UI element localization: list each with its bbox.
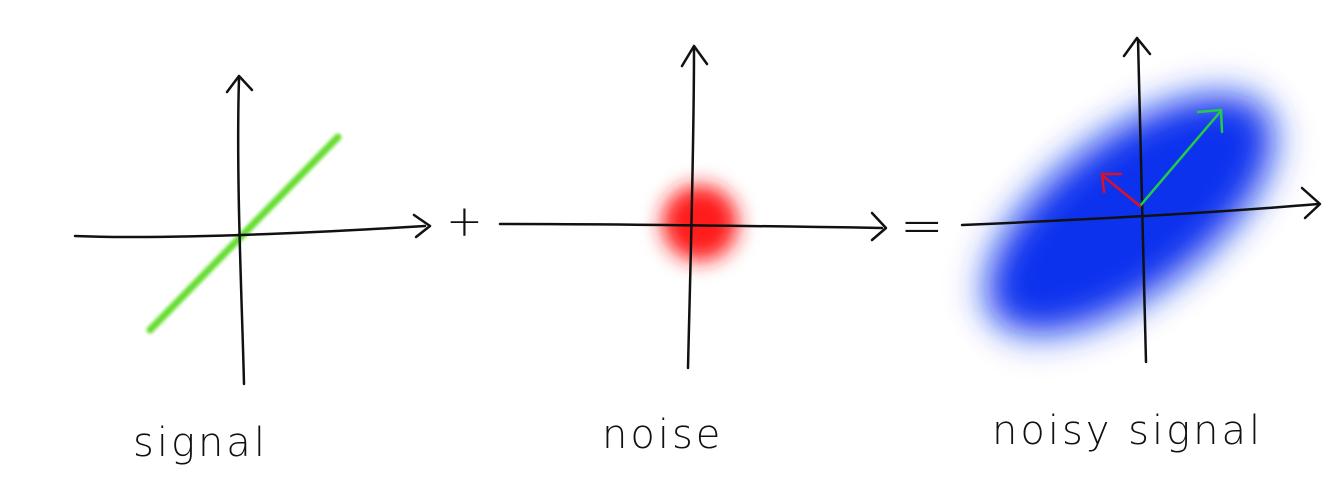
- noise-y-arrowhead: [680, 44, 709, 68]
- noisy-y-arrowhead: [1122, 36, 1152, 58]
- noisy-x-axis: [960, 202, 1320, 227]
- principal-vector-arrowhead: [1196, 108, 1224, 134]
- noisy-signal-panel: [960, 36, 1322, 364]
- noisy-x-arrowhead: [1300, 186, 1322, 220]
- noise-panel: [498, 44, 888, 370]
- minor-vector-arrowhead: [1100, 172, 1123, 194]
- noise-blob: [662, 185, 738, 261]
- noise-caption: noise: [602, 412, 724, 458]
- signal-y-axis: [236, 76, 246, 386]
- noisy-signal-blob: [986, 94, 1274, 334]
- signal-line: [146, 133, 342, 334]
- minor-vector: [1101, 174, 1142, 208]
- signal-x-axis: [73, 224, 427, 239]
- signal-panel: [73, 74, 432, 386]
- signal-x-arrowhead: [412, 213, 432, 239]
- principal-vector: [1138, 110, 1222, 208]
- noisy-y-axis: [1136, 38, 1148, 364]
- plus-operator: +: [446, 196, 483, 247]
- equals-operator: =: [900, 196, 944, 256]
- signal-y-arrowhead: [225, 74, 254, 94]
- noisy-signal-caption: noisy signal: [992, 408, 1264, 454]
- noise-x-arrowhead: [870, 211, 888, 242]
- noise-y-axis: [686, 46, 696, 370]
- signal-caption: signal: [133, 420, 268, 466]
